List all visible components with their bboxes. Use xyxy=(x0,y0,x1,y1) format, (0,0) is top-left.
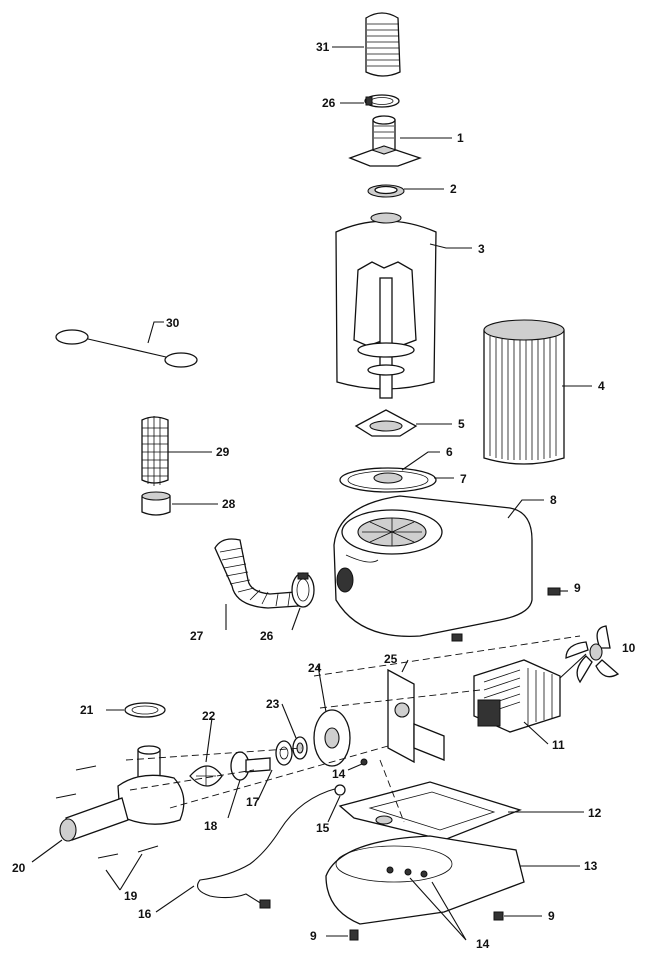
part-25-motor-bracket xyxy=(387,668,445,764)
part-1-inlet-cap xyxy=(348,115,422,167)
callout-17: 17 xyxy=(246,795,260,809)
callout-11: 11 xyxy=(552,738,565,752)
part-16-power-cord xyxy=(197,784,346,909)
callout-1: 1 xyxy=(457,131,464,145)
callout-8: 8 xyxy=(550,493,557,507)
callout-5: 5 xyxy=(458,417,465,431)
part-23-shaft-seal xyxy=(292,736,308,760)
part-21-o-ring xyxy=(124,702,166,718)
part-28-basket-cap xyxy=(141,491,171,516)
callout-29: 29 xyxy=(216,445,230,459)
callout-14-upper: 14 xyxy=(332,767,346,781)
leader-lines xyxy=(31,46,592,941)
part-6-7-seal-plate xyxy=(339,467,437,493)
part-9-screw-housing-bottom xyxy=(451,633,463,642)
part-27-flex-hose xyxy=(214,538,299,609)
part-29-screen-basket xyxy=(141,416,169,486)
callout-15: 15 xyxy=(316,821,330,835)
part-17-seal-ring xyxy=(275,740,293,766)
callout-31: 31 xyxy=(316,40,330,54)
callout-28: 28 xyxy=(222,497,236,511)
callout-14-lower: 14 xyxy=(476,937,490,951)
callout-27: 27 xyxy=(190,629,204,643)
part-8-main-housing xyxy=(333,495,533,638)
part-18-impeller-shaft xyxy=(230,751,271,781)
part-24-seal-plate xyxy=(313,709,351,767)
part-4-cartridge-filter xyxy=(483,319,565,465)
callout-30: 30 xyxy=(166,316,180,330)
part-11-motor xyxy=(473,653,587,733)
part-31-hose-section xyxy=(365,12,401,77)
part-2-gasket-ring xyxy=(367,184,405,198)
part-30-strap xyxy=(55,329,198,368)
callout-21: 21 xyxy=(80,703,94,717)
callout-9-upper: 9 xyxy=(574,581,581,595)
callout-7: 7 xyxy=(460,472,467,486)
part-10-fan-blade xyxy=(565,625,620,684)
callout-16: 16 xyxy=(138,907,152,921)
callout-19: 19 xyxy=(124,889,138,903)
part-9-screws-bottom xyxy=(349,911,504,941)
callout-9-right: 9 xyxy=(548,909,555,923)
part-14-screws xyxy=(360,758,368,766)
callout-13: 13 xyxy=(584,859,598,873)
part-22-impeller xyxy=(189,765,223,787)
callout-18: 18 xyxy=(204,819,218,833)
part-26-hose-clamp-lower xyxy=(291,572,315,608)
callout-25: 25 xyxy=(384,652,398,666)
callout-10: 10 xyxy=(622,641,636,655)
part-9-screw xyxy=(547,587,568,596)
callout-4: 4 xyxy=(598,379,605,393)
callout-20: 20 xyxy=(12,861,26,875)
part-5-diffuser-shaft xyxy=(354,277,418,437)
assembly-lines xyxy=(125,635,581,823)
callout-22: 22 xyxy=(202,709,216,723)
callout-9-bottom: 9 xyxy=(310,929,317,943)
callout-12: 12 xyxy=(588,806,602,820)
part-19-screws xyxy=(55,765,159,859)
callout-26-lower: 26 xyxy=(260,629,274,643)
callout-2: 2 xyxy=(450,182,457,196)
callout-23: 23 xyxy=(266,697,280,711)
callout-26-top: 26 xyxy=(322,96,336,110)
part-13-base-cover xyxy=(325,835,525,925)
part-12-base-frame xyxy=(338,781,522,841)
part-26-hose-clamp xyxy=(364,94,400,108)
part-20-pump-body xyxy=(59,745,185,842)
callout-6: 6 xyxy=(446,445,453,459)
callout-labels: 31 26 1 2 3 30 4 5 29 6 7 28 8 9 27 26 1… xyxy=(12,40,636,951)
callout-24: 24 xyxy=(308,661,322,675)
callout-3: 3 xyxy=(478,242,485,256)
